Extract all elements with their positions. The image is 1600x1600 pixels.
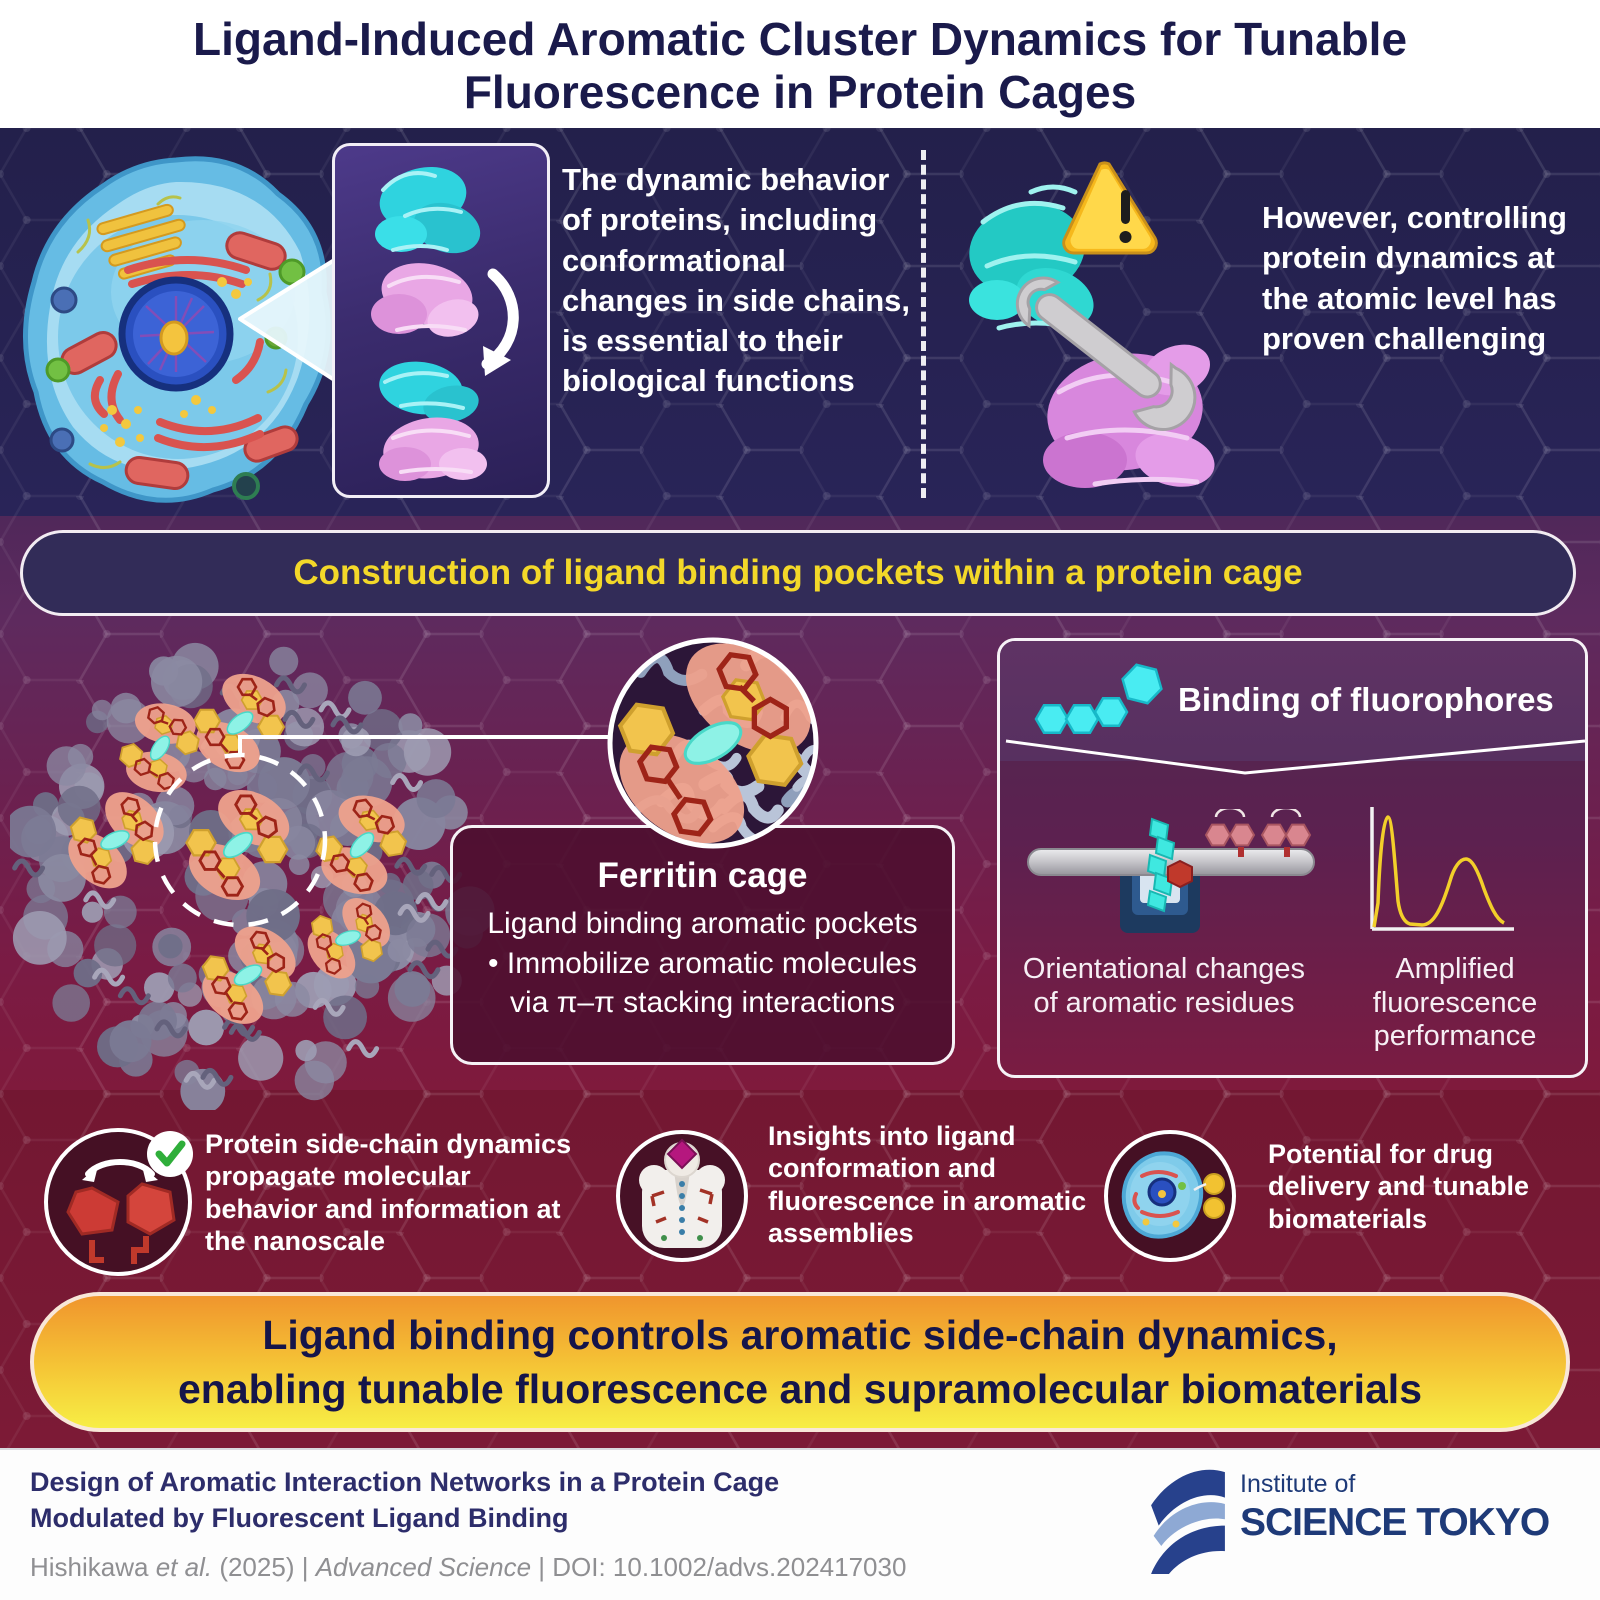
side-chain-dynamics-icon: [44, 1128, 193, 1276]
science-tokyo-logo-text: Institute of SCIENCE TOKYO: [1240, 1470, 1550, 1544]
ferritin-cage-title: Ferritin cage: [597, 856, 808, 895]
aromatic-residues-icon: [1204, 823, 1312, 847]
conclusion-banner: Ligand binding controls aromatic side-ch…: [30, 1292, 1570, 1432]
caption-amplified: Amplified fluorescence performance: [1372, 953, 1538, 1053]
intro-left-text: The dynamic behavior of proteins, includ…: [562, 162, 911, 399]
construction-banner: Construction of ligand binding pockets w…: [20, 530, 1576, 616]
binding-of-fluorophores-panel: Binding of fluorophores: [997, 638, 1588, 1078]
pink-protein-icon: [371, 263, 479, 337]
funnel-line: [1005, 739, 1585, 775]
title-band: [0, 0, 1600, 128]
pink-protein-icon: [379, 417, 487, 481]
caption-orientational: Orientational changes of aromatic residu…: [1022, 953, 1306, 1019]
protein-conformation-illustration: [371, 167, 519, 481]
science-tokyo-logo-icon: [1151, 1469, 1225, 1574]
page-title: Ligand-Induced Aromatic Cluster Dynamics…: [0, 0, 1600, 120]
ferritin-cage-description: Ligand binding aromatic pockets • Immobi…: [487, 907, 918, 1020]
citation: Hishikawa et al. (2025) | Advanced Scien…: [30, 1552, 907, 1582]
takeaway-3-text: Potential for drug delivery and tunable …: [1268, 1139, 1530, 1234]
conclusion-text: Ligand binding controls aromatic side-ch…: [177, 1312, 1422, 1413]
cyan-protein-icon: [375, 167, 481, 254]
drug-delivery-icon: [1104, 1130, 1236, 1262]
check-icon: [147, 1131, 193, 1177]
takeaway-2-text: Insights into ligand conformation and fl…: [768, 1121, 1087, 1249]
ferritin-cage-box: Ferritin cage Ligand binding aromatic po…: [450, 825, 955, 1065]
binding-panel-title: Binding of fluorophores: [1178, 681, 1554, 718]
paper-title: Design of Aromatic Interaction Networks …: [30, 1467, 780, 1534]
ferritin-cage-illustration: [10, 642, 495, 1110]
rotation-arrows-icon: [1214, 809, 1302, 818]
protein-control-illustration: [969, 161, 1215, 488]
cyan-protein-icon: [379, 361, 479, 423]
footer-background: [0, 1448, 1600, 1600]
protein-dynamics-panel: [332, 143, 550, 498]
conformation-arrow-icon: [481, 268, 519, 376]
section-divider: [921, 150, 926, 498]
orientational-change-icon: [1027, 809, 1315, 933]
ligand-conformation-icon: [616, 1130, 748, 1262]
spectrum-curve: [1372, 815, 1505, 928]
page-title-line1: Ligand-Induced Aromatic Cluster Dynamics…: [192, 13, 1408, 65]
red-ring-icon: [1167, 859, 1193, 889]
intro-right-text: However, controlling protein dynamics at…: [1262, 200, 1567, 356]
fluorescence-spectrum-icon: [1370, 807, 1514, 931]
mini-cell-icon: [1121, 1151, 1204, 1239]
page-title-line2: Fluorescence in Protein Cages: [463, 66, 1137, 119]
nucleus-icon: [118, 276, 234, 392]
construction-banner-text: Construction of ligand binding pockets w…: [293, 553, 1303, 592]
warning-icon: [1062, 161, 1158, 255]
takeaway-1-text: Protein side-chain dynamics propagate mo…: [205, 1129, 572, 1257]
zoom-wedge: [238, 257, 338, 383]
